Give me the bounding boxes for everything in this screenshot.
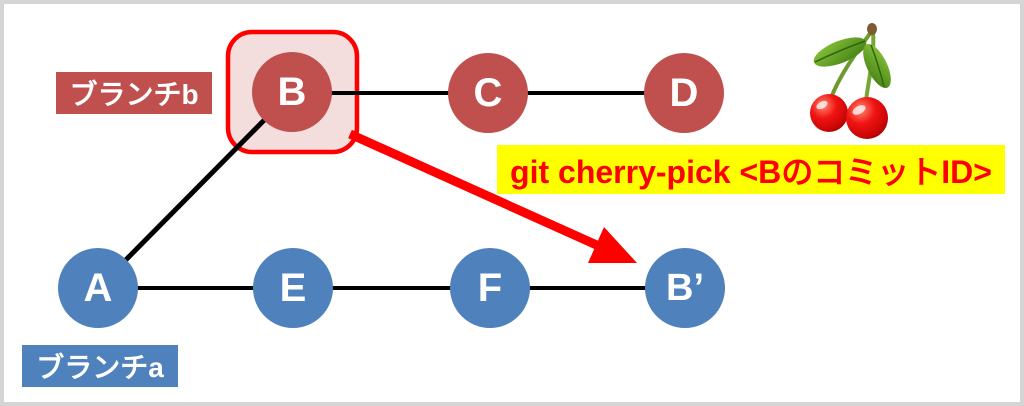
edge-a-b [95,89,295,291]
commit-label: A [83,266,113,310]
commit-node-b: B [252,52,332,132]
commit-label: C [473,71,503,115]
commit-label: B’ [666,267,704,309]
commit-node-f: F [450,248,530,328]
branch-b-label: ブランチb [56,72,212,114]
commit-label: D [669,71,699,115]
branch-a-label: ブランチa [22,345,178,387]
commit-label: B [277,70,307,114]
commit-label: E [279,266,307,310]
commit-node-c: C [448,53,528,133]
cherry-pick-arrow [348,129,637,263]
cherries-icon [810,23,891,139]
commit-node-a: A [58,248,138,328]
commit-node-e: E [253,248,333,328]
cherry-pick-command: git cherry-pick <BのコミットID> [497,145,1005,194]
commit-node-b-prime: B’ [645,248,725,328]
commit-label: F [477,266,503,310]
commit-node-d: D [644,53,724,133]
